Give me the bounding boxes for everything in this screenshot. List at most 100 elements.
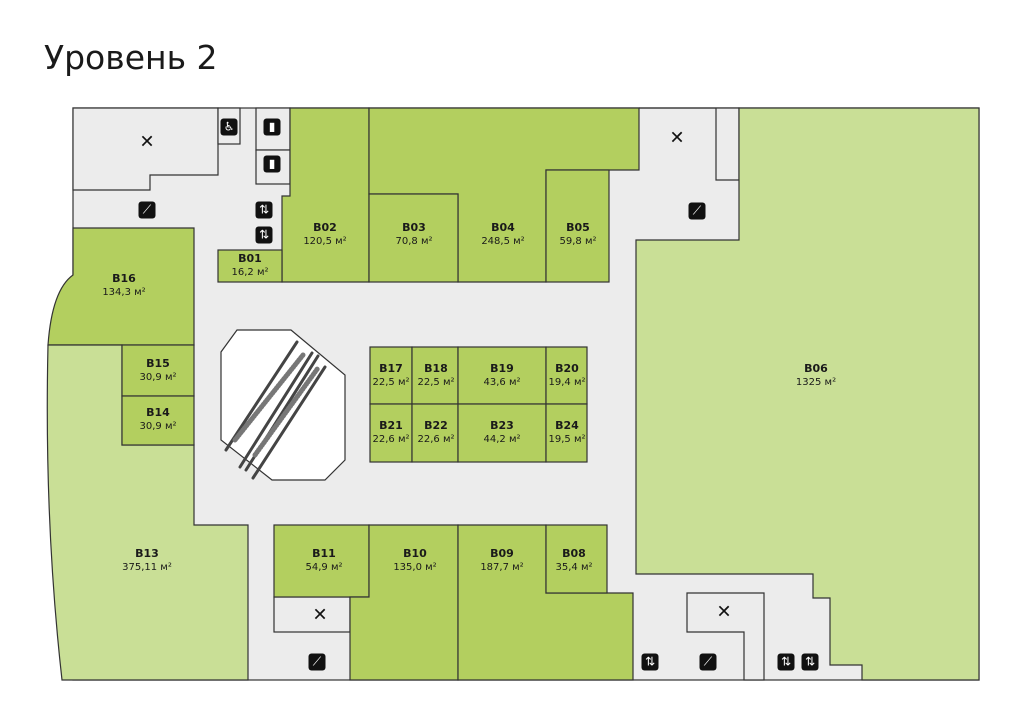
stairs-icon: ⟋ [308, 653, 326, 671]
unit-area: 22,5 м² [372, 377, 410, 388]
unit-area: 187,7 м² [480, 562, 524, 573]
service-room [273, 596, 351, 633]
unit-label-B24[interactable]: B24 19,5 м² [549, 419, 586, 447]
unit-code: B23 [490, 419, 514, 432]
unit-label-B22[interactable]: B22 22,6 м² [418, 419, 455, 447]
unit-area: 375,11 м² [122, 562, 172, 573]
escalator-atrium [220, 329, 346, 481]
unit-label-B13[interactable]: B13 375,11 м² [122, 547, 172, 575]
unit-B08[interactable] [545, 524, 608, 594]
unit-label-B01[interactable]: B01 16,2 м² [232, 252, 269, 280]
unit-B13[interactable] [46, 344, 249, 681]
unit-B14[interactable] [121, 395, 195, 446]
tools-icon: ✕ [669, 127, 685, 149]
female-icon: ▮ [263, 155, 281, 173]
unit-label-B08[interactable]: B08 35,4 м² [556, 547, 593, 575]
unit-code: B01 [238, 252, 262, 265]
page-title: Уровень 2 [44, 38, 218, 77]
escalator [224, 340, 327, 480]
unit-area: 19,5 м² [548, 434, 586, 445]
unit-label-B20[interactable]: B20 19,4 м² [549, 362, 586, 390]
unit-code: B16 [112, 272, 136, 285]
unit-code: B04 [491, 221, 515, 234]
unit-code: B22 [424, 419, 448, 432]
stairs-icon: ⟋ [138, 201, 156, 219]
unit-area: 22,6 м² [417, 434, 455, 445]
tools-icon: ✕ [312, 604, 328, 626]
unit-code: B24 [555, 419, 579, 432]
unit-B03[interactable] [368, 193, 459, 283]
unit-B11[interactable] [273, 524, 370, 598]
male-icon: ▮ [263, 118, 281, 136]
unit-code: B21 [379, 419, 403, 432]
unit-label-B11[interactable]: B11 54,9 м² [306, 547, 343, 575]
unit-label-B03[interactable]: B03 70,8 м² [396, 221, 433, 249]
unit-B19[interactable] [457, 346, 547, 405]
unit-area: 43,6 м² [483, 377, 521, 388]
unit-label-B06[interactable]: B06 1325 м² [796, 362, 836, 390]
unit-code: B19 [490, 362, 514, 375]
unit-area: 120,5 м² [303, 236, 347, 247]
unit-code: B20 [555, 362, 579, 375]
unit-code: B06 [804, 362, 828, 375]
unit-label-B04[interactable]: B04 248,5 м² [481, 221, 524, 249]
unit-B21[interactable] [369, 403, 413, 463]
unit-code: B17 [379, 362, 403, 375]
service-room [639, 107, 740, 181]
unit-code: B11 [312, 547, 336, 560]
unit-B06[interactable] [635, 107, 980, 681]
unit-area: 16,2 м² [231, 267, 269, 278]
stairs-icon: ⟋ [688, 202, 706, 220]
tools-icon: ✕ [716, 601, 732, 623]
unit-area: 135,0 м² [393, 562, 437, 573]
unit-label-B09[interactable]: B09 187,7 м² [480, 547, 523, 575]
unit-area: 1325 м² [795, 377, 837, 388]
unit-area: 134,3 м² [102, 287, 146, 298]
unit-label-B16[interactable]: B16 134,3 м² [102, 272, 145, 300]
unit-code: B05 [566, 221, 590, 234]
unit-B15[interactable] [121, 344, 195, 397]
unit-area: 19,4 м² [548, 377, 586, 388]
unit-B01[interactable] [217, 249, 283, 283]
unit-area: 70,8 м² [395, 236, 433, 247]
unit-code: B10 [403, 547, 427, 560]
unit-area: 30,9 м² [139, 421, 177, 432]
unit-B17[interactable] [369, 346, 413, 405]
unit-area: 22,5 м² [417, 377, 455, 388]
wheelchair-icon: ♿ [220, 118, 238, 136]
elevator-icon: ⇅ [801, 653, 819, 671]
unit-code: B15 [146, 357, 170, 370]
unit-B24[interactable] [545, 403, 588, 463]
tools-icon: ✕ [139, 131, 155, 153]
unit-area: 54,9 м² [305, 562, 343, 573]
unit-B05[interactable] [545, 169, 610, 283]
unit-code: B08 [562, 547, 586, 560]
service-room [686, 592, 765, 681]
unit-B23[interactable] [457, 403, 547, 463]
unit-code: B18 [424, 362, 448, 375]
unit-B18[interactable] [411, 346, 459, 405]
elevator-icon: ⇅ [255, 226, 273, 244]
unit-code: B03 [402, 221, 426, 234]
unit-area: 35,4 м² [555, 562, 593, 573]
unit-B02[interactable] [281, 107, 370, 283]
unit-area: 22,6 м² [372, 434, 410, 445]
unit-code: B09 [490, 547, 514, 560]
unit-label-B17[interactable]: B17 22,5 м² [373, 362, 410, 390]
stairs-icon: ⟋ [699, 653, 717, 671]
elevator-icon: ⇅ [641, 653, 659, 671]
unit-area: 248,5 м² [481, 236, 525, 247]
unit-label-B19[interactable]: B19 43,6 м² [484, 362, 521, 390]
elevator-icon: ⇅ [777, 653, 795, 671]
unit-label-B21[interactable]: B21 22,6 м² [373, 419, 410, 447]
unit-label-B10[interactable]: B10 135,0 м² [393, 547, 436, 575]
unit-label-B18[interactable]: B18 22,5 м² [418, 362, 455, 390]
unit-code: B13 [135, 547, 159, 560]
